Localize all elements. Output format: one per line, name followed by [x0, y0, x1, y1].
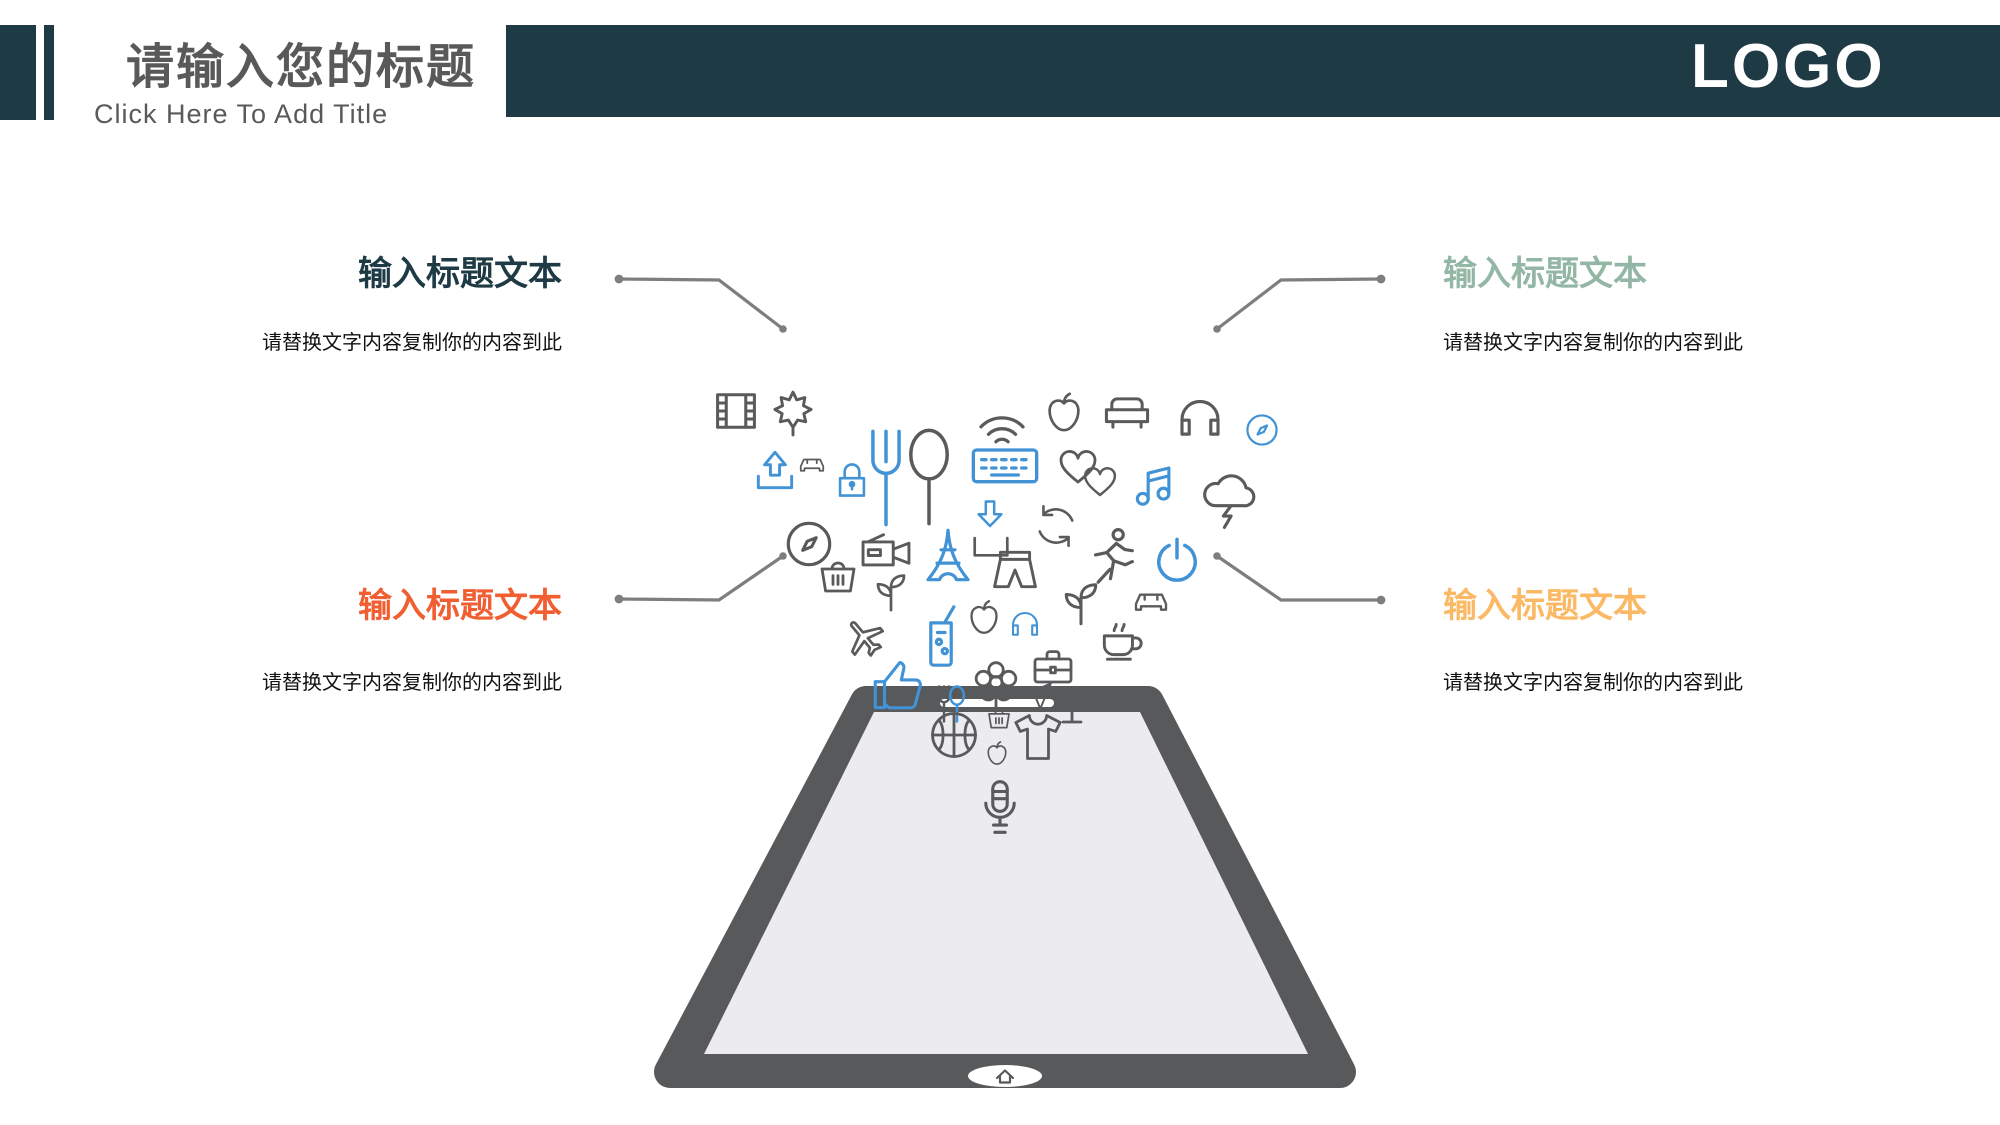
callout-top-left: 输入标题文本 请替换文字内容复制你的内容到此 — [142, 246, 562, 355]
page-subtitle: Click Here To Add Title — [94, 99, 389, 130]
title-block: 请输入您的标题 Click Here To Add Title — [94, 40, 476, 130]
headphones-icon — [1180, 400, 1220, 436]
lock-icon — [839, 463, 865, 497]
refresh-icon — [1038, 505, 1074, 547]
plane-icon — [837, 610, 891, 664]
car-icon — [800, 458, 824, 472]
connector-dot — [614, 594, 624, 604]
callout-title: 输入标题文本 — [358, 255, 562, 293]
headphones-icon — [1012, 612, 1038, 636]
apple-icon — [970, 600, 998, 634]
camera-icon — [861, 533, 911, 567]
music-icon — [1136, 466, 1170, 506]
runner-icon — [1094, 528, 1134, 584]
logo-text: LOGO — [1691, 32, 1886, 101]
callout-title: 输入标题文本 — [1443, 255, 1647, 293]
connector-dot — [1213, 325, 1221, 333]
car-icon — [1135, 593, 1167, 611]
home-icon — [995, 1069, 1015, 1084]
heart-icon — [1059, 450, 1097, 483]
tablet-screen — [704, 712, 1308, 1054]
connector-dot — [1213, 552, 1221, 560]
header-bar: LOGO — [506, 25, 2000, 117]
leaf-icon — [773, 391, 813, 436]
callout-body: 请替换文字内容复制你的内容到此 — [262, 672, 562, 694]
connector-dot — [779, 552, 787, 560]
callout-body: 请替换文字内容复制你的内容到此 — [1443, 672, 1743, 694]
sofa-icon — [1105, 397, 1149, 429]
shorts-icon — [993, 551, 1037, 588]
plant-icon — [877, 574, 905, 612]
storm-icon — [1203, 474, 1256, 529]
wifi-icon — [979, 416, 1025, 443]
arrowdown-icon — [977, 500, 1003, 527]
callout-title: 输入标题文本 — [358, 587, 562, 625]
bottle-icon — [929, 605, 956, 667]
plant-icon — [1065, 583, 1097, 625]
film-icon — [716, 393, 756, 429]
eiffel-icon — [926, 528, 970, 582]
connector-dot — [1376, 274, 1386, 284]
callout-body: 请替换文字内容复制你的内容到此 — [1443, 332, 1743, 354]
basket-icon — [821, 562, 855, 592]
callout-top-right: 输入标题文本 请替换文字内容复制你的内容到此 — [1443, 246, 1863, 355]
apple-icon — [1048, 392, 1080, 432]
accent-bar-thick — [0, 25, 36, 120]
connector-dot — [614, 274, 624, 284]
keyboard-icon — [971, 448, 1039, 484]
coffee-icon — [1103, 623, 1143, 661]
connector-lines — [614, 274, 1386, 605]
fork-icon — [873, 431, 899, 524]
connector-dot — [779, 325, 787, 333]
connector-line — [614, 274, 787, 333]
compass-icon — [1246, 414, 1278, 446]
callout-bottom-left: 输入标题文本 请替换文字内容复制你的内容到此 — [142, 578, 562, 695]
connector-line — [1213, 274, 1386, 333]
basketball-icon — [931, 712, 977, 758]
accent-bar-thin — [44, 25, 54, 120]
connector-line — [614, 552, 787, 604]
spoon-icon — [911, 430, 947, 523]
tablet-illustration — [654, 686, 1356, 1088]
page-title: 请输入您的标题 — [126, 41, 477, 94]
power-icon — [1157, 538, 1197, 582]
connector-line — [1213, 552, 1386, 605]
compass-icon — [787, 522, 831, 566]
callout-title: 输入标题文本 — [1443, 587, 1647, 625]
callout-body: 请替换文字内容复制你的内容到此 — [262, 332, 562, 354]
upload-icon — [757, 451, 793, 489]
tablet-home-button — [968, 1065, 1042, 1087]
callout-bottom-right: 输入标题文本 请替换文字内容复制你的内容到此 — [1443, 578, 1863, 695]
briefcase-icon — [1034, 650, 1072, 683]
connector-dot — [1376, 595, 1386, 605]
